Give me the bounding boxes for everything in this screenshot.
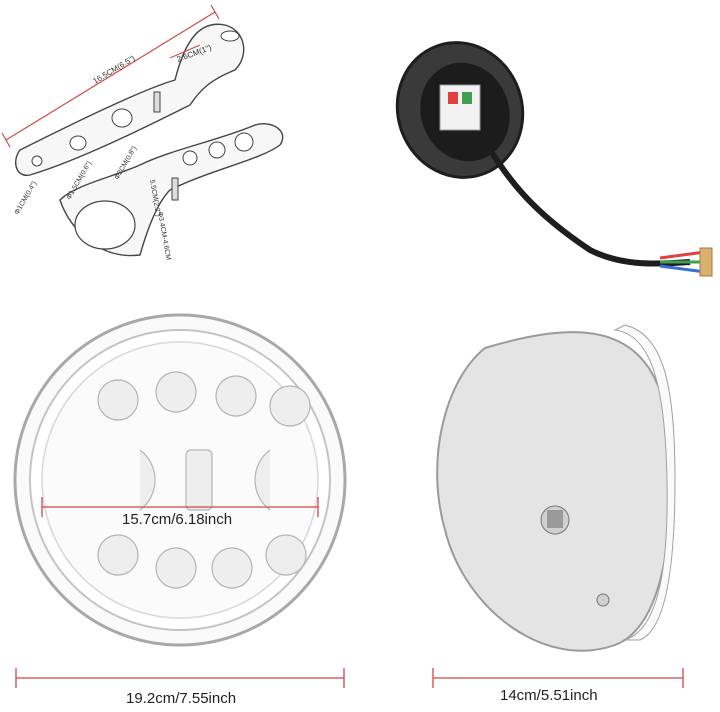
inner-diameter-label: 15.7cm/6.18inch: [122, 511, 233, 528]
dim-length-label: 16.5CM(6.5"): [91, 53, 136, 85]
wire-blue: [659, 264, 706, 274]
outer-diameter-label: 19.2cm/7.55inch: [126, 690, 237, 707]
dim-hole-small-label: Φ1CM(0.4"): [14, 180, 39, 216]
bracket-diagram: 16.5CM(6.5") 2.6CM(1") Φ1CM(0.4") Φ1.5CM…: [1, 4, 284, 261]
connector-grommet: [395, 41, 713, 277]
depth-label: 14cm/5.51inch: [500, 687, 598, 704]
wire-red: [659, 250, 706, 260]
headlight-front: [13, 313, 347, 688]
dim-clamp-label: Φ3.4CM-4.6CM: [156, 211, 171, 261]
headlight-side: [432, 324, 684, 688]
